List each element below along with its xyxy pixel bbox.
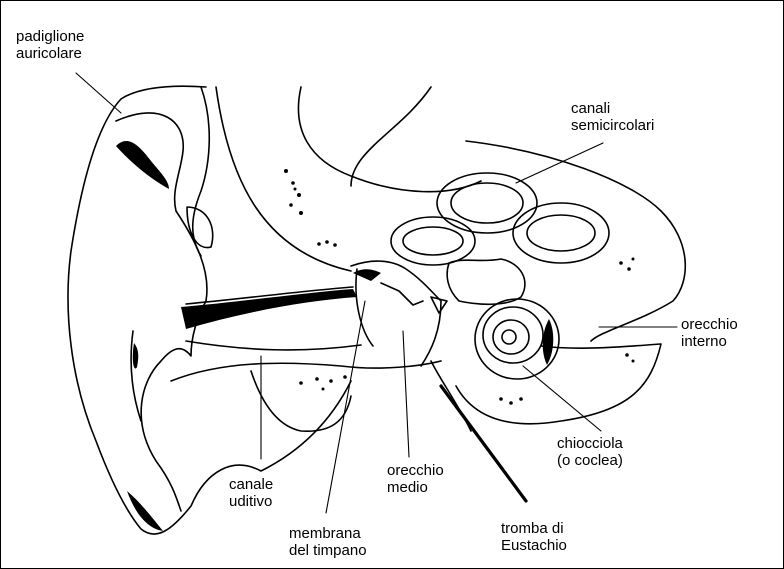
pinna-antihelix	[193, 87, 210, 256]
label-canali-line2: semicircolari	[571, 117, 654, 134]
label-padiglione-line2: auricolare	[16, 45, 84, 62]
skull-contour-5	[456, 344, 661, 424]
skull-contour-3	[351, 87, 431, 186]
skull-contour	[216, 87, 351, 271]
ear-canal-lower	[186, 341, 361, 350]
bone-lower	[251, 371, 351, 431]
canal-posterior-inner	[451, 183, 523, 223]
label-orecchio-interno-line1: orecchio	[681, 316, 738, 333]
label-canali-semicircolari: canali semicircolari	[571, 100, 654, 134]
label-membrana-line1: membrana	[289, 525, 367, 542]
eustachian-tube	[441, 386, 526, 501]
label-canale-uditivo-line2: uditivo	[229, 493, 273, 510]
label-tromba-eustachio: tromba di Eustachio	[501, 520, 567, 554]
label-orecchio-medio-line2: medio	[387, 479, 444, 496]
pinna-fold	[187, 207, 213, 248]
label-chiocciola: chiocciola (o coclea)	[557, 435, 623, 469]
canal-anterior-inner	[403, 227, 463, 255]
canal-lateral-inner	[527, 215, 595, 251]
label-tromba-line2: Eustachio	[501, 537, 567, 554]
label-membrana-line2: del timpano	[289, 542, 367, 559]
label-chiocciola-line2: (o coclea)	[557, 452, 623, 469]
label-membrana-timpano: membrana del timpano	[289, 525, 367, 559]
middle-ear-shadow	[353, 269, 381, 281]
pinna-shadow-left	[133, 343, 138, 369]
label-orecchio-interno: orecchio interno	[681, 316, 738, 350]
label-padiglione-line1: padiglione	[16, 28, 84, 45]
label-canali-line1: canali	[571, 100, 654, 117]
cochlea-shadow	[543, 319, 554, 365]
leader-padiglione	[76, 73, 121, 113]
label-orecchio-medio-line1: orecchio	[387, 462, 444, 479]
label-chiocciola-line1: chiocciola	[557, 435, 623, 452]
label-orecchio-medio: orecchio medio	[387, 462, 444, 496]
leader-orecchio-medio	[403, 331, 409, 457]
pinna-shadow-upper	[116, 141, 169, 189]
leader-canali	[516, 143, 603, 183]
leader-membrana	[326, 301, 365, 513]
label-padiglione-auricolare: padiglione auricolare	[16, 28, 84, 62]
label-tromba-line1: tromba di	[501, 520, 567, 537]
label-canale-uditivo: canale uditivo	[229, 476, 273, 510]
ossicle-stapes	[431, 297, 447, 313]
vestibule	[447, 259, 525, 304]
pinna-shadow-lower	[127, 491, 163, 531]
skull-contour-2	[298, 87, 481, 192]
pinna-tragus	[131, 331, 141, 421]
canal-floor	[171, 361, 441, 381]
ossicle-incus	[381, 283, 423, 305]
label-canale-uditivo-line1: canale	[229, 476, 273, 493]
canal-posterior	[437, 173, 537, 233]
cochlea-inner	[493, 320, 529, 354]
label-orecchio-interno-line2: interno	[681, 333, 738, 350]
cochlea-core	[502, 330, 516, 344]
